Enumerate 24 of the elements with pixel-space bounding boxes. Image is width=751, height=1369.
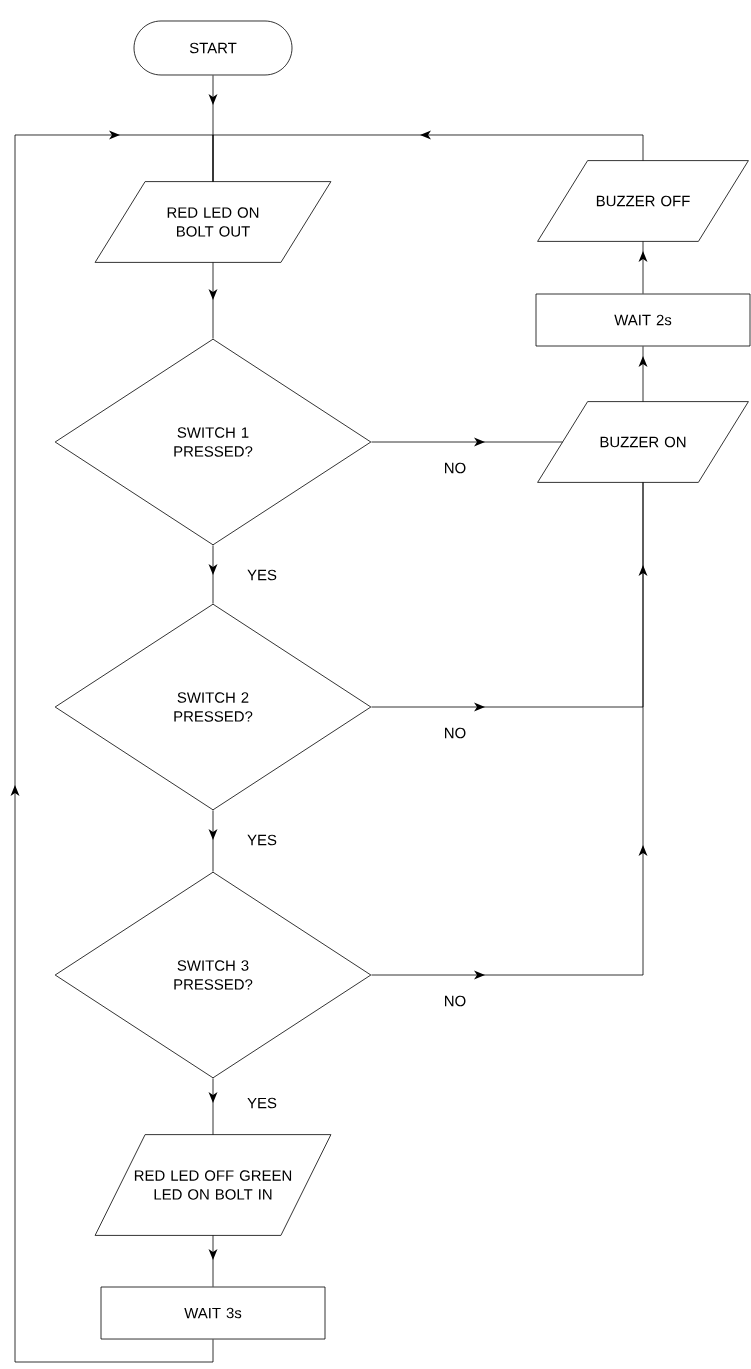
arrow <box>208 545 218 604</box>
io-parallelogram: RED LED ON BOLT OUT <box>94 181 332 263</box>
process-box: WAIT 2s <box>535 293 751 347</box>
edge-label: YES <box>247 1097 277 1109</box>
arrow <box>212 130 644 182</box>
io-parallelogram: BUZZER OFF <box>537 160 749 242</box>
arrow <box>371 437 563 447</box>
edge-label: NO <box>445 727 466 739</box>
edge-label: YES <box>247 834 277 846</box>
arrow <box>638 241 648 294</box>
io-parallelogram: RED LED OFF GREEN LED ON BOLT IN <box>94 1134 332 1236</box>
terminal-box: START <box>133 20 293 76</box>
arrow <box>208 1235 218 1287</box>
process-box: WAIT 3s <box>100 1286 326 1340</box>
arrow <box>371 482 648 980</box>
edge-label: NO <box>445 995 466 1007</box>
arrow <box>208 262 218 339</box>
arrow <box>10 130 214 1363</box>
arrow <box>208 1078 218 1135</box>
edge-label: YES <box>247 569 277 581</box>
io-parallelogram: BUZZER ON <box>537 401 749 483</box>
arrow <box>638 346 648 402</box>
edge-label: NO <box>445 462 466 474</box>
arrow <box>208 810 218 872</box>
